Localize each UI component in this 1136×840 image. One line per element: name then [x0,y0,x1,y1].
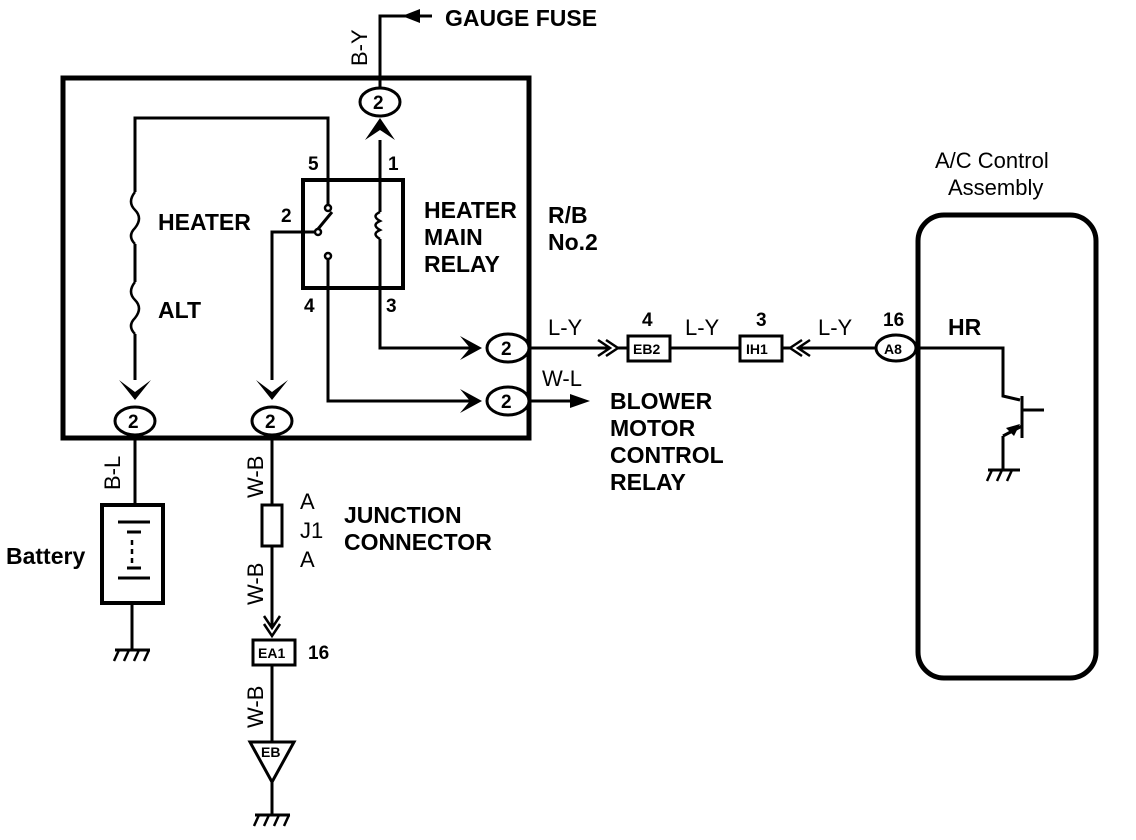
rb-connector-bl-pin: 2 [128,412,139,433]
wire-b-y [378,14,410,88]
connector-ea1-label: EA1 [258,645,285,661]
transistor-icon [985,396,1044,482]
arrow-gauge-fuse [402,9,420,23]
relay-coil-icon [374,210,383,241]
arrow-blower [570,394,590,408]
blower-label-4: RELAY [610,469,686,495]
wire-label-b-y: B-Y [347,29,372,66]
ac-label-2: Assembly [948,175,1043,200]
rb-connector-wl-pin: 2 [501,392,512,413]
relay-label-3: RELAY [424,251,500,277]
heater-main-relay-box [301,178,405,290]
wire-label-w-l: W-L [542,366,582,391]
rb-label-1: R/B [548,202,588,228]
wire-label-l-y-3: L-Y [818,315,853,340]
connector-a8-label: A8 [884,341,902,357]
wire-label-l-y-2: L-Y [685,315,720,340]
connector-ih1 [738,334,784,363]
battery-label: Battery [6,543,85,569]
ground-icon-battery [112,648,151,662]
connector-ih1-label: IH1 [746,341,768,357]
wire-label-b-l: B-L [100,456,125,490]
junction-connector-label-1: JUNCTION [344,502,462,528]
wire-relay-2 [270,230,303,380]
rb-connector-top-pin: 2 [373,93,384,114]
junction-connector-label-2: CONNECTOR [344,529,492,555]
rb-connector-wb-pin: 2 [265,412,276,433]
wire-label-w-b-2: W-B [243,563,268,605]
relay-pin-3: 3 [386,296,397,317]
connector-ea1 [251,638,297,667]
junction-connector-j1 [260,503,284,548]
gauge-fuse-label: GAUGE FUSE [445,5,597,31]
ground-point-eb [247,740,297,786]
ground-point-eb-label: EB [261,744,280,760]
connector-a8-pin: 16 [883,310,904,331]
relay-label-2: MAIN [424,224,483,250]
ac-control-assembly-box [915,212,1099,681]
ground-icon-eb [252,813,291,827]
connector-eb2-label: EB2 [633,341,660,357]
j1-pin-a-bottom: A [300,547,315,572]
chevron-bl [119,380,151,400]
rb-connector-ly-pin: 2 [501,339,512,360]
chevron-wl [460,389,482,413]
wire-label-w-b-1: W-B [243,456,268,498]
chevron-wb [256,380,288,400]
relay-pin-4: 4 [304,296,315,317]
fuse-alt-label: ALT [158,297,201,323]
blower-label-3: CONTROL [610,442,724,468]
wire-hr [916,346,1021,402]
wire-5-to-fuses [133,116,330,192]
wire-relay-3 [378,288,470,350]
relay-switch-icon [316,211,334,230]
wire-relay-4 [326,288,470,403]
connector-eb2-pin: 4 [642,310,653,331]
relay-block-box [60,75,532,441]
rb-label-2: No.2 [548,229,598,255]
relay-pin-2: 2 [281,206,292,227]
j1-label: J1 [300,518,323,543]
connector-ea1-pin: 16 [308,643,329,664]
chevron-top [365,118,395,140]
ac-label-1: A/C Control [935,148,1049,173]
fuse-heater-label: HEATER [158,209,251,235]
chevron-ly [460,336,482,360]
hr-label: HR [948,314,982,340]
rb-connector-top [358,86,402,118]
relay-label-1: HEATER [424,197,517,223]
wire-label-l-y-1: L-Y [548,315,583,340]
j1-pin-a-top: A [300,489,315,514]
fuse-alt-icon [129,281,141,335]
connector-eb2 [626,334,672,363]
fuse-heater-icon [129,191,141,245]
blower-label-1: BLOWER [610,388,713,414]
relay-pin-1: 1 [388,154,399,175]
connector-ih1-pin: 3 [756,310,767,331]
wire-label-w-b-3: W-B [243,686,268,728]
relay-pin-5: 5 [308,154,319,175]
blower-label-2: MOTOR [610,415,696,441]
